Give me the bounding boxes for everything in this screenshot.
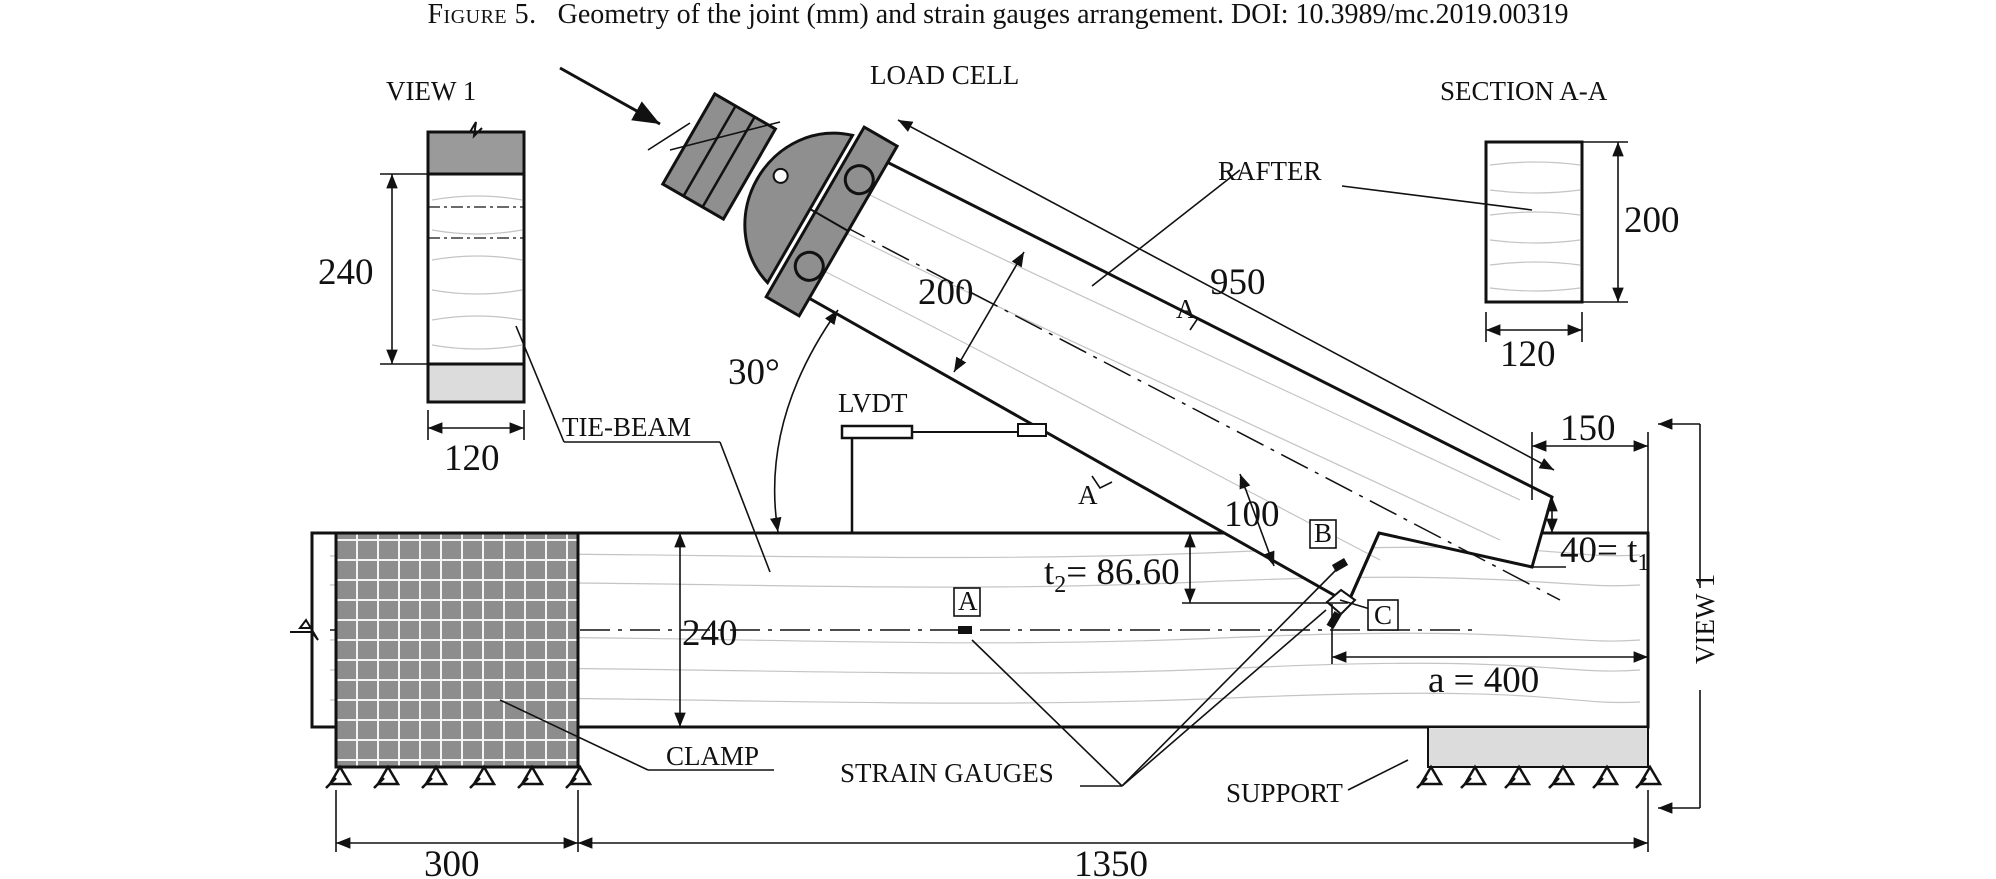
dim-view1-width: 120 xyxy=(444,438,500,479)
figure-title: Geometry of the joint (mm) and strain ga… xyxy=(557,0,1569,30)
gauge-b-label: B xyxy=(1314,518,1332,548)
dim-a-400: a = 400 xyxy=(1428,660,1539,701)
load-cell-label: LOAD CELL xyxy=(870,60,1019,90)
cut-marker-a-bottom: A xyxy=(1078,480,1098,510)
dimension-lines xyxy=(335,119,1701,852)
support-label: SUPPORT xyxy=(1226,778,1343,808)
dim-beam-depth: 240 xyxy=(682,613,738,654)
notch-face xyxy=(1346,532,1381,604)
gauge-c-rosette xyxy=(1325,588,1357,616)
gauge-c-box xyxy=(1367,599,1399,631)
tie-beam-label: TIE-BEAM xyxy=(562,412,691,442)
pin-supports xyxy=(325,764,1663,789)
section-aa-drawing xyxy=(1484,140,1584,304)
pin-support-clamp xyxy=(325,764,593,789)
dim-section-width: 120 xyxy=(1500,334,1556,375)
dim-clamp-300: 300 xyxy=(424,844,480,879)
gauge-a-label: A xyxy=(958,586,978,616)
view1-drawing xyxy=(426,121,526,404)
dim-depth-100: 100 xyxy=(1224,494,1280,535)
view1-side-label: VIEW 1 xyxy=(1690,574,1720,664)
section-aa-label: SECTION A-A xyxy=(1440,76,1608,106)
view1-label: VIEW 1 xyxy=(386,76,476,106)
dim-span-1350: 1350 xyxy=(1074,844,1148,879)
figure-caption: Figure 5. Geometry of the joint (mm) and… xyxy=(0,0,1996,30)
dim-t2: t2= 86.60 xyxy=(1044,552,1180,598)
dim-t1: 40= t1 xyxy=(1560,530,1649,576)
clamp-block xyxy=(334,531,580,769)
load-arrow xyxy=(559,66,661,126)
clamp-label: CLAMP xyxy=(666,741,759,771)
gauge-b-mark xyxy=(1331,558,1349,572)
cut-marker-a-top: A xyxy=(1176,294,1196,324)
gauge-b-box xyxy=(1309,519,1337,549)
rafter-label: RAFTER xyxy=(1218,156,1322,186)
load-cell xyxy=(660,91,900,318)
dim-section-height: 200 xyxy=(1624,200,1680,241)
support-block xyxy=(1427,726,1649,768)
strain-gauges xyxy=(958,558,1357,634)
break-line-symbol xyxy=(290,618,319,641)
gauge-a-box xyxy=(953,587,981,617)
gauge-c-label: C xyxy=(1374,600,1392,630)
gauge-a-mark xyxy=(958,626,972,634)
dim-end-150: 150 xyxy=(1560,408,1616,449)
lvdt-device xyxy=(840,423,1047,533)
figure-number: Figure 5. xyxy=(427,0,537,30)
dim-rafter-length: 950 xyxy=(1210,262,1266,303)
gauge-c-mark xyxy=(1326,611,1342,629)
dim-angle: 30° xyxy=(728,352,780,393)
lvdt-label: LVDT xyxy=(838,388,908,418)
dim-view1-height: 240 xyxy=(318,252,374,293)
dim-rafter-depth: 200 xyxy=(918,272,974,313)
pin-support-right xyxy=(1416,764,1663,789)
strain-gauges-label: STRAIN GAUGES xyxy=(840,758,1054,788)
